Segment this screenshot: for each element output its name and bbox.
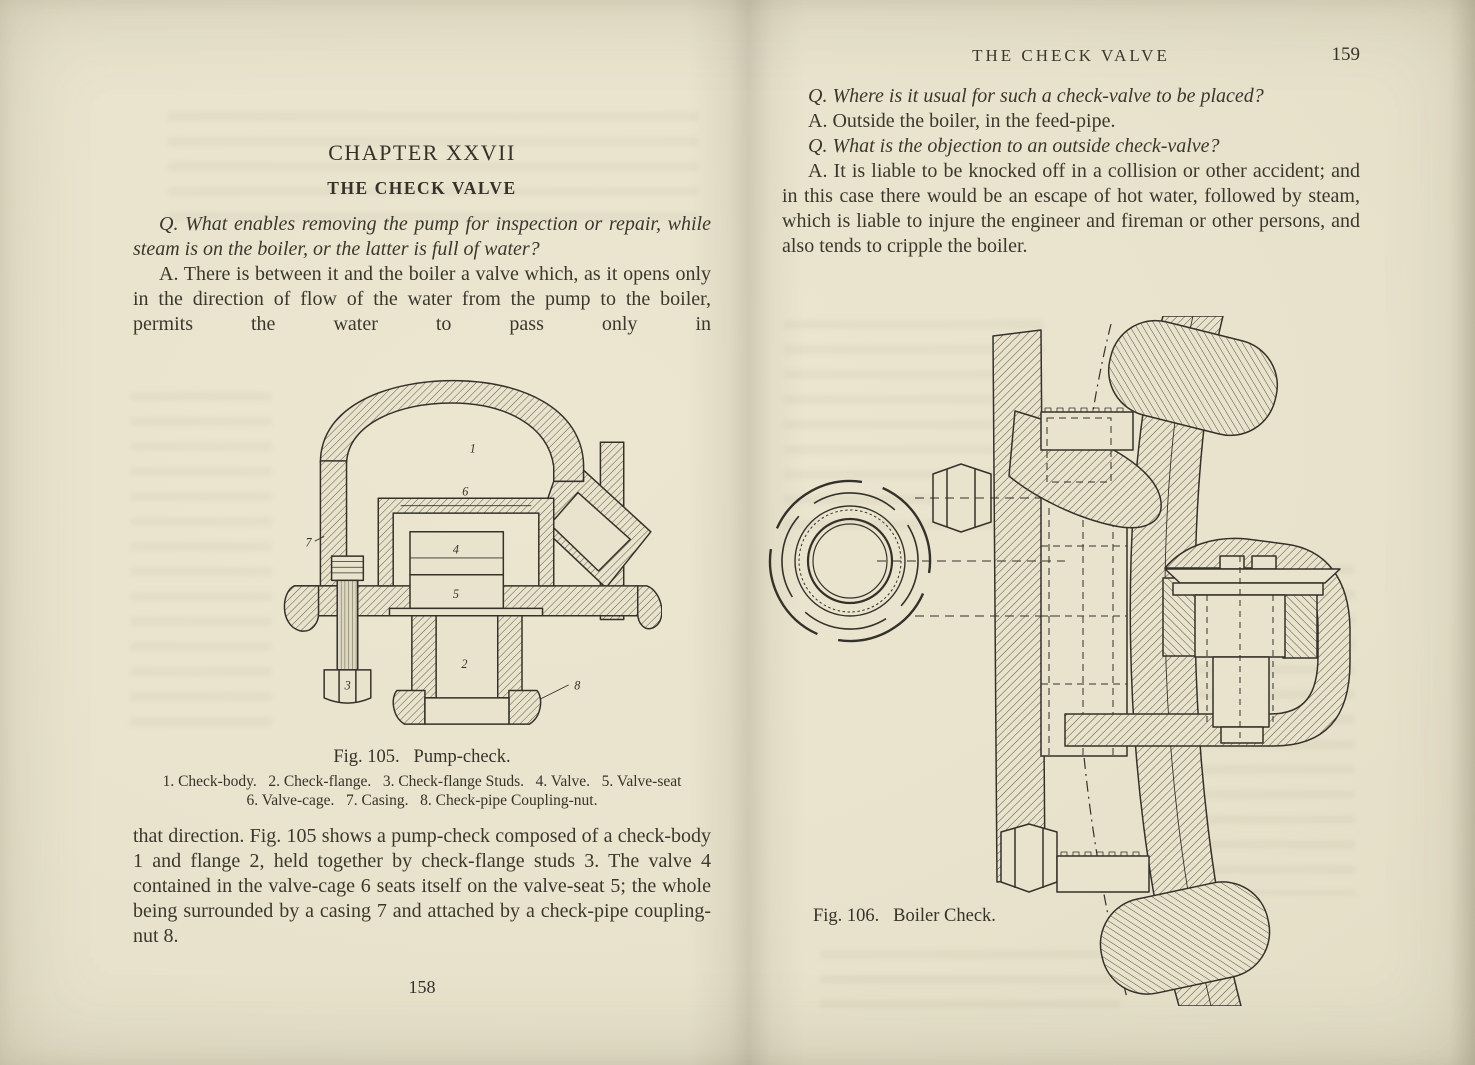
- question-paragraph: Q. What is the objection to an outside c…: [808, 135, 1220, 157]
- fig106-drawing: [768, 316, 1351, 1006]
- show-through-text: [130, 392, 272, 742]
- section-heading: THE CHECK VALVE: [327, 178, 517, 198]
- answer-paragraph: A. Outside the boiler, in the feed-pipe.: [808, 110, 1116, 132]
- fig105-label-4: 4: [453, 542, 459, 556]
- fig106-bottom-stud-nut: [1000, 823, 1058, 893]
- fig105-legend-line2: 6. Valve-cage. 7. Casing. 8. Check-pipe …: [246, 792, 598, 809]
- fig105-label-2: 2: [461, 657, 467, 671]
- fig105-label-6: 6: [462, 484, 468, 498]
- left-page-upper-text: Q. What enables removing the pump for in…: [133, 212, 711, 337]
- fig105-label-1: 1: [470, 441, 476, 455]
- fig106-valve-cap: [1164, 568, 1341, 584]
- fig105-label-7: 7: [305, 536, 312, 550]
- fig105-valve-cage: [377, 497, 555, 587]
- left-page-lower-text: that direction. Fig. 105 shows a pump-ch…: [133, 824, 711, 949]
- fig106-check-casing: [1064, 537, 1351, 747]
- continuation-paragraph: that direction. Fig. 105 shows a pump-ch…: [133, 825, 711, 947]
- fig105-caption: Fig. 105. Pump-check.: [333, 747, 511, 767]
- fig105-stud: [336, 579, 359, 671]
- fig105-legend-line1: 1. Check-body. 2. Check-flange. 3. Check…: [162, 773, 682, 790]
- fig105-dome-shell: [319, 379, 585, 483]
- fig105-label-3: 3: [344, 679, 351, 693]
- right-page-header: THE CHECK VALVE 159: [782, 44, 1361, 66]
- question-paragraph: Q. Where is it usual for such a check-va…: [808, 85, 1264, 107]
- chapter-heading: CHAPTER XXVII: [328, 140, 516, 165]
- fig105-part-labels: 1 2 3 4 5 6 7 8: [305, 441, 580, 692]
- fig105-spout-bore: [549, 491, 632, 572]
- fig105-valve-seat: [409, 573, 505, 610]
- fig105-label-5: 5: [453, 587, 459, 601]
- answer-paragraph: A. It is liable to be knocked off in a c…: [782, 160, 1360, 257]
- fig105-pipe-bore: [437, 616, 497, 698]
- fig106-caption: Fig. 106. Boiler Check.: [813, 906, 996, 926]
- page-number-left: 158: [408, 977, 436, 997]
- fig105-coupling-nut: [392, 689, 426, 725]
- running-head: THE CHECK VALVE: [972, 46, 1170, 65]
- fig105-label-8: 8: [574, 679, 580, 693]
- fig106-shell-lobe-top: [1107, 319, 1279, 437]
- page-edge-shadow: [1449, 0, 1475, 1065]
- page-number-right: 159: [1331, 44, 1361, 65]
- answer-paragraph: A. There is between it and the boiler a …: [133, 263, 711, 335]
- fig106-shell-lobe-bottom: [1099, 881, 1271, 995]
- fig105-drawing: 1 2 3 4 5 6 7 8: [283, 379, 662, 725]
- fig106-bottom-stud: [1056, 855, 1150, 893]
- fig105-stud-head: [323, 669, 372, 704]
- right-page-text: Q. Where is it usual for such a check-va…: [782, 84, 1360, 259]
- question-paragraph: Q. What enables removing the pump for in…: [133, 213, 711, 260]
- fig105-valve: [409, 531, 505, 576]
